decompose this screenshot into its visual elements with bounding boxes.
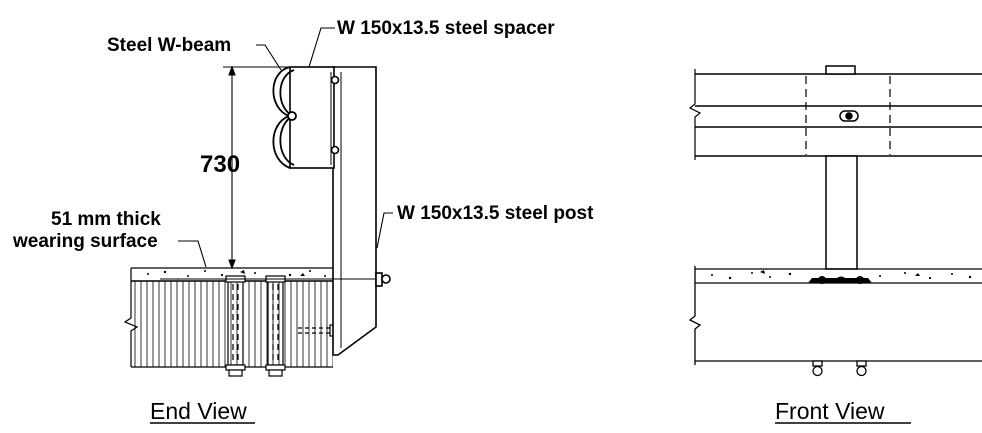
deck-slab — [123, 268, 340, 368]
front-wearing-surface — [695, 268, 982, 284]
steel-post — [160, 66, 391, 356]
front-deck — [688, 266, 982, 377]
label-steel-w-beam: Steel W-beam — [107, 35, 231, 56]
front-post — [825, 155, 858, 270]
spacer-block — [289, 66, 340, 169]
front-view-caption: Front View — [775, 398, 885, 424]
leader-lines — [178, 27, 393, 268]
w-beam — [272, 66, 297, 169]
end-view: 730 Steel W-beam W 150x13.5 steel spacer… — [12, 18, 594, 424]
label-steel-spacer: W 150x13.5 steel spacer — [337, 18, 555, 39]
front-rail — [688, 65, 982, 160]
end-view-caption: End View — [150, 398, 247, 424]
label-wearing-surface: wearing surface — [12, 231, 158, 252]
label-steel-post: W 150x13.5 steel post — [397, 203, 594, 224]
dimension-label: 730 — [200, 151, 240, 178]
label-surface-thickness: 51 mm thick — [51, 209, 161, 230]
front-view: Front View — [688, 65, 982, 424]
